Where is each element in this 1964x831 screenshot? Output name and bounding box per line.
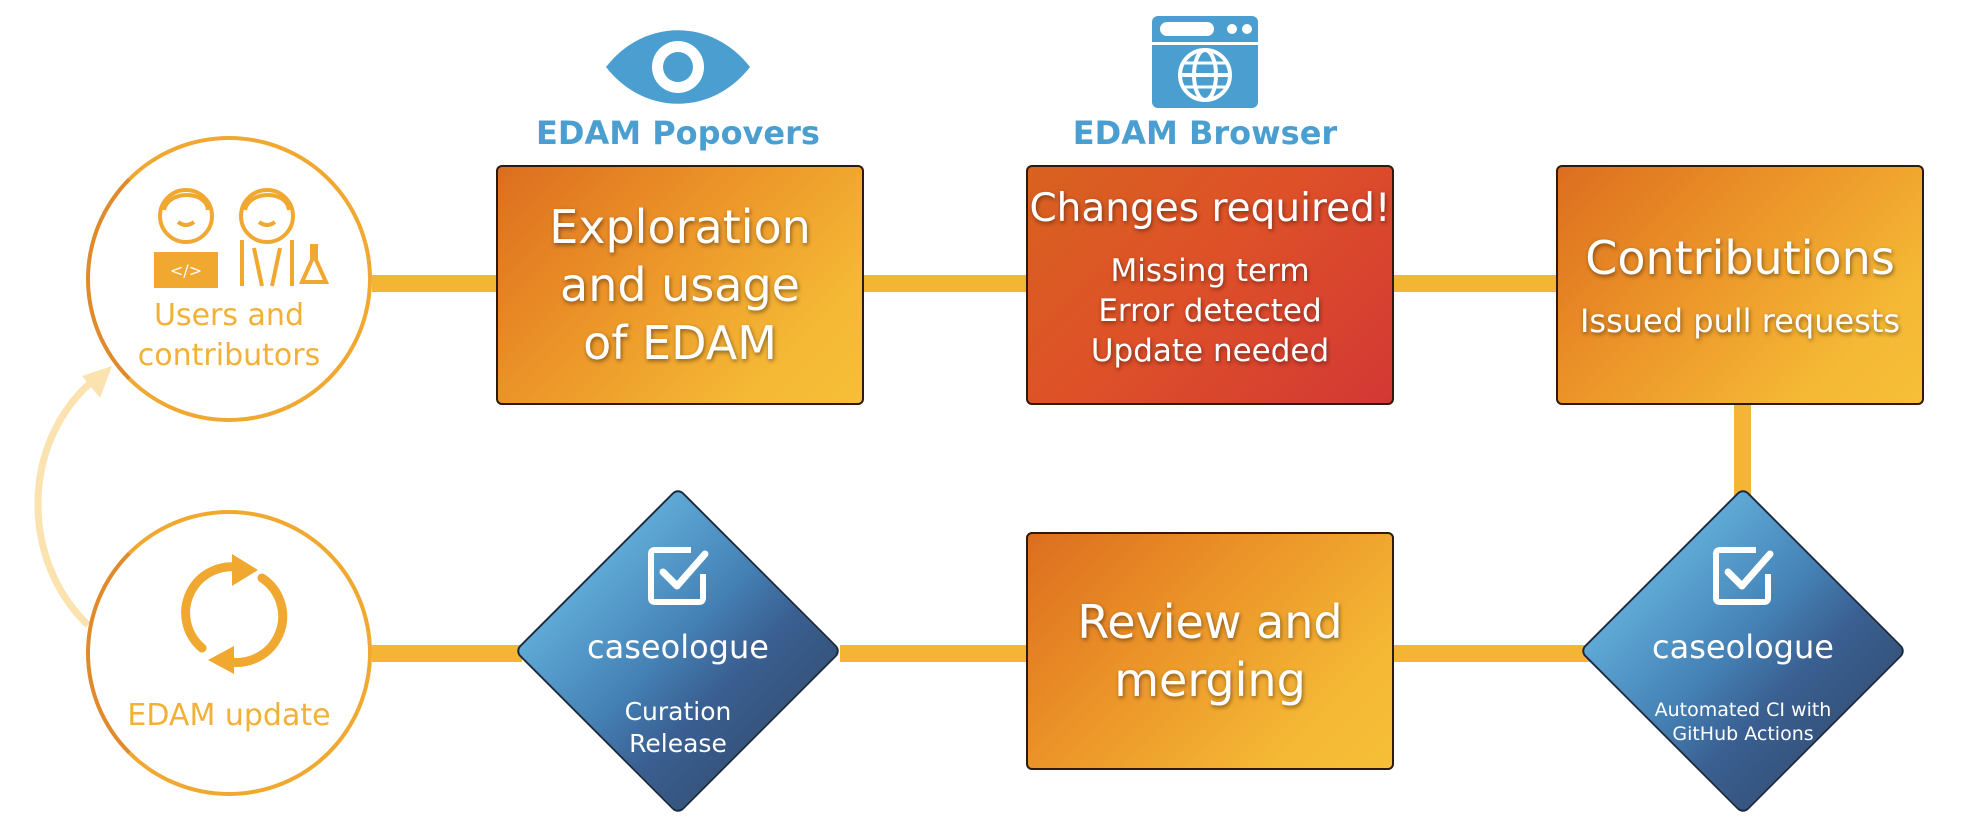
feedback-arrow — [34, 366, 112, 628]
svg-text:</>: </> — [170, 261, 202, 280]
connector-contributions-caseologue — [1734, 402, 1751, 502]
caseologue-curation-node: caseologue Curation Release — [513, 486, 843, 816]
caseologue-right-title: caseologue — [1652, 628, 1834, 666]
exploration-line2: and usage — [560, 258, 800, 312]
contributions-box: Contributions Issued pull requests — [1556, 165, 1924, 405]
connector-users-exploration — [372, 275, 498, 292]
checkbox-checked-icon — [1713, 547, 1774, 605]
connector-exploration-changes — [862, 275, 1028, 292]
caseologue-left-line1: Curation — [624, 697, 732, 726]
caseologue-right-line2: GitHub Actions — [1672, 723, 1814, 745]
eye-icon — [606, 30, 750, 104]
exploration-line1: Exploration — [549, 200, 811, 254]
edam-popovers-label[interactable]: EDAM Popovers — [536, 114, 820, 152]
review-merging-box: Review and merging — [1026, 532, 1394, 770]
connector-review-caseologue — [1392, 645, 1592, 662]
users-label-line1: Users and — [154, 298, 304, 333]
contributions-sub: Issued pull requests — [1579, 302, 1901, 340]
changes-item-error: Error detected — [1098, 293, 1322, 329]
connector-update-caseologue — [372, 645, 522, 662]
connector-caseologue-review — [840, 645, 1030, 662]
caseologue-right-line1: Automated CI with — [1654, 699, 1832, 721]
users-label-line2: contributors — [137, 338, 321, 373]
contributions-title: Contributions — [1585, 231, 1895, 285]
caseologue-left-line2: Release — [629, 729, 727, 758]
checkbox-checked-icon — [648, 547, 709, 605]
browser-globe-icon — [1152, 16, 1258, 108]
connector-changes-contributions — [1392, 275, 1558, 292]
changes-title: Changes required! — [1029, 186, 1391, 231]
changes-item-missing: Missing term — [1110, 253, 1310, 289]
refresh-cycle-icon — [181, 554, 288, 674]
caseologue-ci-node: caseologue Automated CI with GitHub Acti… — [1578, 486, 1908, 816]
changes-item-update: Update needed — [1090, 333, 1330, 369]
caseologue-left-title: caseologue — [587, 628, 769, 666]
users-scientists-icon: </> — [154, 188, 330, 288]
users-contributors-node: </> Users and contributors — [86, 136, 372, 422]
review-line1: Review and — [1077, 595, 1343, 649]
exploration-box: Exploration and usage of EDAM — [496, 165, 864, 405]
exploration-line3: of EDAM — [583, 316, 777, 370]
review-line2: merging — [1114, 653, 1306, 707]
edam-update-node: EDAM update — [86, 510, 372, 796]
edam-update-label: EDAM update — [127, 698, 331, 733]
edam-browser-label[interactable]: EDAM Browser — [1072, 114, 1338, 152]
changes-required-box: Changes required! Missing term Error det… — [1026, 165, 1394, 405]
